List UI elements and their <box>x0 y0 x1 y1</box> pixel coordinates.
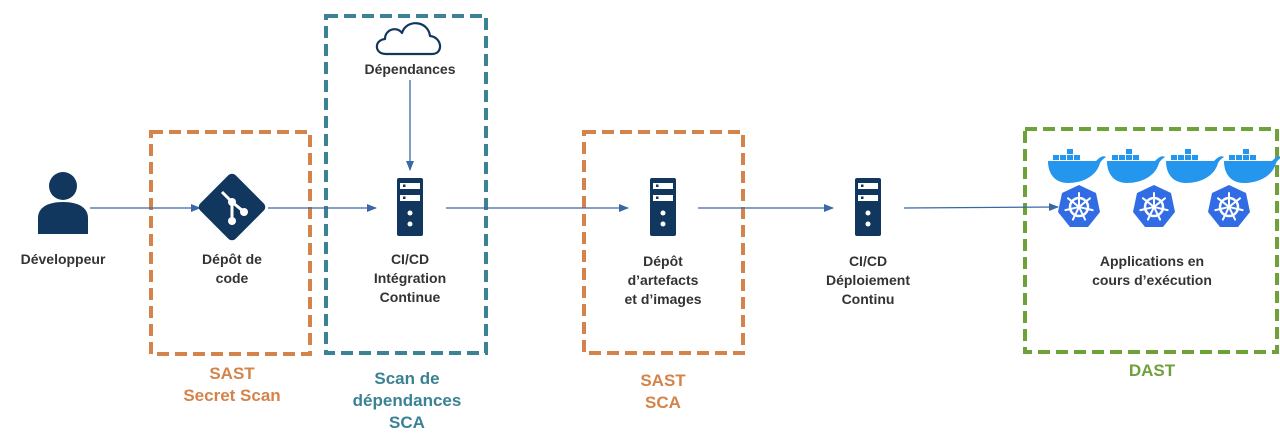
docker-icon <box>1048 149 1106 183</box>
arrow-cd-to-runtime <box>903 203 1059 212</box>
artifact-repo-label: Dépôt d’artefacts et d’images <box>624 253 702 307</box>
zone-dast-label: DAST <box>1128 361 1176 380</box>
server-icon-ci <box>397 178 423 236</box>
zone-sast-secret-box <box>149 130 312 356</box>
kubernetes-icon <box>1131 183 1177 229</box>
runtime-label: Applications en cours d’exécution <box>1092 253 1212 288</box>
dependencies-label: Dépendances <box>364 61 456 77</box>
docker-icon <box>1166 149 1224 183</box>
server-icon-cd <box>855 178 881 236</box>
zone-sast-secret-label: SAST Secret Scan <box>183 364 281 405</box>
zone-sast-sca-box <box>582 130 745 355</box>
docker-icon <box>1224 149 1280 183</box>
zone-dep-scan-box <box>324 14 488 355</box>
kubernetes-icon <box>1056 183 1102 229</box>
zone-sast-sca-label: SAST SCA <box>640 371 686 412</box>
ci-label: CI/CD Intégration Continue <box>373 251 447 305</box>
developer-label: Développeur <box>20 251 106 267</box>
zone-dep-scan-label: Scan de dépendances SCA <box>352 369 462 432</box>
server-icon-artifacts <box>650 178 676 236</box>
cd-label: CI/CD Déploiement Continu <box>825 253 910 307</box>
kubernetes-icon <box>1206 183 1252 229</box>
zone-dast-box <box>1023 127 1279 354</box>
docker-icon <box>1107 149 1165 183</box>
git-icon <box>198 173 266 241</box>
cloud-icon <box>375 22 442 56</box>
code-repo-label: Dépôt de code <box>202 251 262 286</box>
user-icon <box>38 172 88 234</box>
